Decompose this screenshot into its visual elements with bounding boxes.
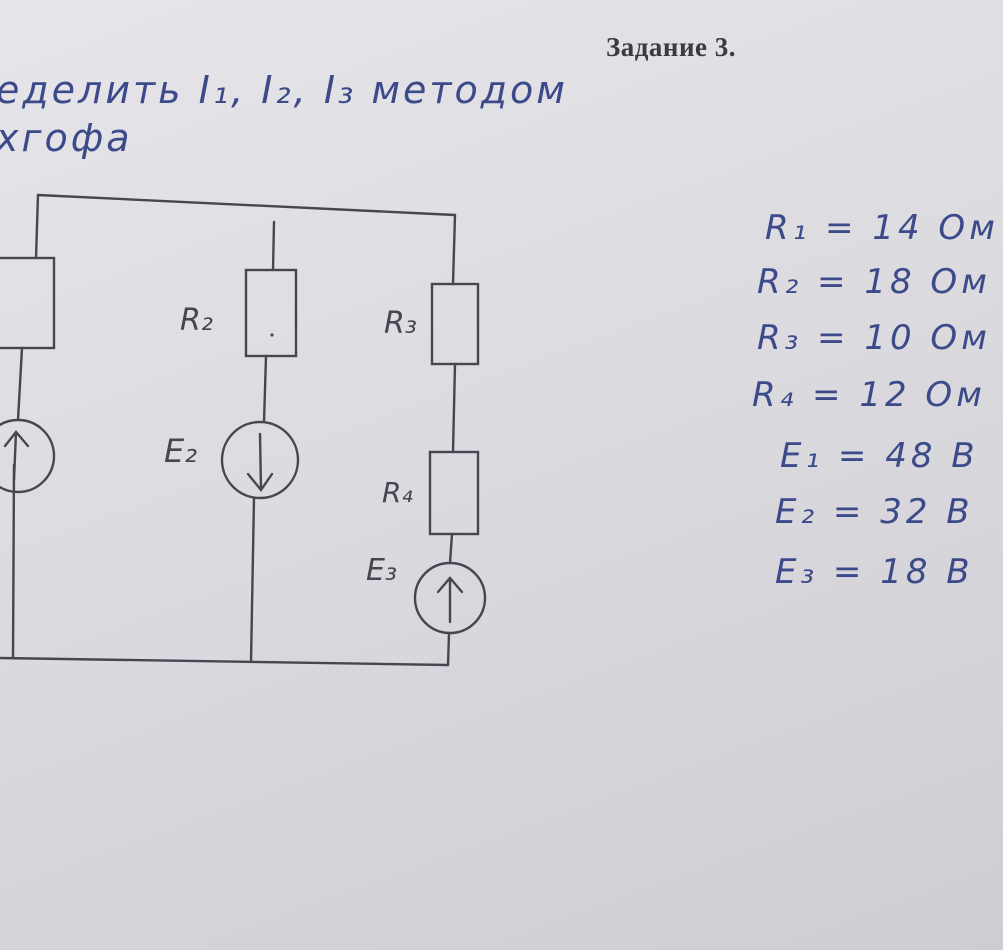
param-r4: R₄ = 12 Ом (752, 375, 986, 415)
wire-branch3-lower (448, 532, 454, 565)
param-r1: R₁ = 14 Ом (765, 208, 999, 248)
resistor-r4 (428, 450, 480, 536)
wire-branch3-mid (451, 362, 457, 454)
resistor-r1 (0, 256, 56, 350)
param-r2: R₂ = 18 Ом (757, 262, 991, 302)
label-r2: R₂ (180, 303, 213, 338)
wire-bottom (0, 656, 450, 667)
task-title: Задание 3. (606, 32, 737, 62)
wire-branch1-mid (16, 346, 24, 422)
param-e2: E₂ = 32 В (775, 492, 974, 532)
label-e3: E₃ (366, 553, 397, 588)
resistor-r2 (244, 268, 298, 358)
wire-branch3-top (451, 213, 457, 286)
source-e2 (220, 420, 300, 500)
arrow-e1 (3, 430, 30, 482)
wire-branch2-mid (262, 354, 268, 424)
pencil-dot (270, 333, 274, 337)
label-e2: E₂ (164, 432, 197, 470)
label-r4: R₄ (382, 476, 413, 509)
wire-left-lower (11, 463, 16, 660)
source-e1 (0, 418, 56, 494)
arrow-e2 (246, 432, 274, 493)
param-r3: R₃ = 10 Ом (757, 318, 991, 358)
label-r3: R₃ (384, 306, 417, 341)
task-statement-line-2: хгофа (0, 116, 133, 160)
task-statement-line-1: еделить I₁, I₂, I₃ методом (0, 68, 568, 112)
arrow-e3 (436, 576, 464, 624)
wire-left-top (34, 193, 40, 260)
wire-branch2-top (271, 220, 276, 272)
wire-branch3-bottom (446, 631, 451, 667)
wire-top (36, 193, 457, 217)
param-e1: E₁ = 48 В (780, 436, 979, 476)
param-e3: E₃ = 18 В (775, 552, 974, 592)
wire-branch2-bottom (249, 496, 256, 664)
resistor-r3 (430, 282, 480, 366)
